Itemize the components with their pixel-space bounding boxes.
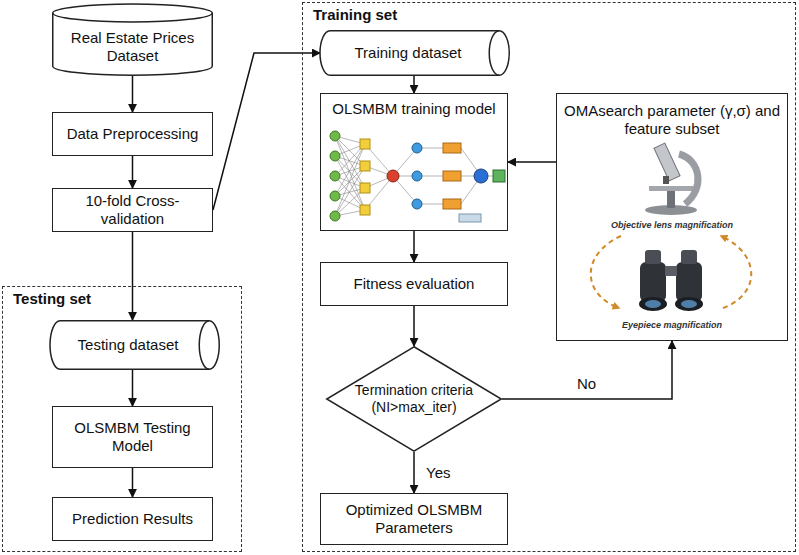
node-text: Training dataset: [354, 44, 461, 62]
region-heading: Training set: [303, 3, 397, 24]
process-box: 10-fold Cross-validation: [52, 188, 213, 232]
node-text: OMAsearch parameter (γ,σ) and feature su…: [563, 102, 781, 138]
connector: [413, 452, 415, 493]
process-box: Fitness evaluation: [320, 262, 508, 306]
edge-label: Yes: [424, 464, 452, 482]
connector: [132, 76, 134, 112]
node-text: Termination criteria (NI>max_iter): [348, 382, 480, 416]
search-box: OMAsearch parameter (γ,σ) and feature su…: [556, 93, 788, 341]
process-box: Optimized OLSMBM Parameters: [320, 493, 508, 545]
connector: [413, 231, 415, 262]
connector: [132, 468, 134, 497]
node-text: Data Preprocessing: [67, 125, 199, 143]
node-text: Fitness evaluation: [354, 275, 475, 293]
process-box: Data Preprocessing: [52, 112, 213, 156]
connector: [132, 156, 134, 188]
connector: [508, 161, 556, 163]
training-region: Training datasetOLSMBM training modelFit…: [302, 2, 796, 552]
icon-caption: Objective lens magnification: [563, 220, 781, 231]
node-text: Optimized OLSMBM Parameters: [326, 501, 502, 537]
model-box: OLSMBM training model: [320, 93, 508, 231]
decision-diamond: Termination criteria (NI>max_iter): [326, 346, 502, 452]
edge-label: No: [575, 375, 598, 393]
connector: [132, 232, 134, 320]
connector: [413, 306, 415, 346]
node-text: OLSMBM Testing Model: [58, 419, 207, 455]
dataset-cylinder: Training dataset: [320, 30, 510, 76]
process-box: OLSMBM Testing Model: [52, 406, 213, 468]
node-text: Testing dataset: [78, 336, 179, 354]
cycle-arrow: [591, 236, 621, 308]
dataset-cylinder: Testing dataset: [50, 320, 220, 370]
database-cylinder: Real Estate Prices Dataset: [52, 4, 213, 76]
node-text: Real Estate Prices Dataset: [58, 29, 207, 65]
node-text: Prediction Results: [72, 510, 193, 528]
cycle-arrow: [721, 236, 751, 308]
testing-region: Testing datasetOLSMBM Testing ModelPredi…: [2, 286, 242, 552]
connector: [413, 76, 415, 93]
icon-caption: Eyepiece magnification: [563, 320, 781, 331]
process-box: Prediction Results: [52, 497, 213, 541]
region-heading: Testing set: [3, 287, 91, 308]
binoculars-icon: [639, 250, 703, 311]
node-text: 10-fold Cross-validation: [58, 192, 207, 228]
connector: [502, 341, 672, 399]
connector: [132, 370, 134, 406]
connector: [213, 53, 320, 210]
node-text: OLSMBM training model: [332, 100, 495, 118]
microscope-icon: [645, 143, 698, 215]
